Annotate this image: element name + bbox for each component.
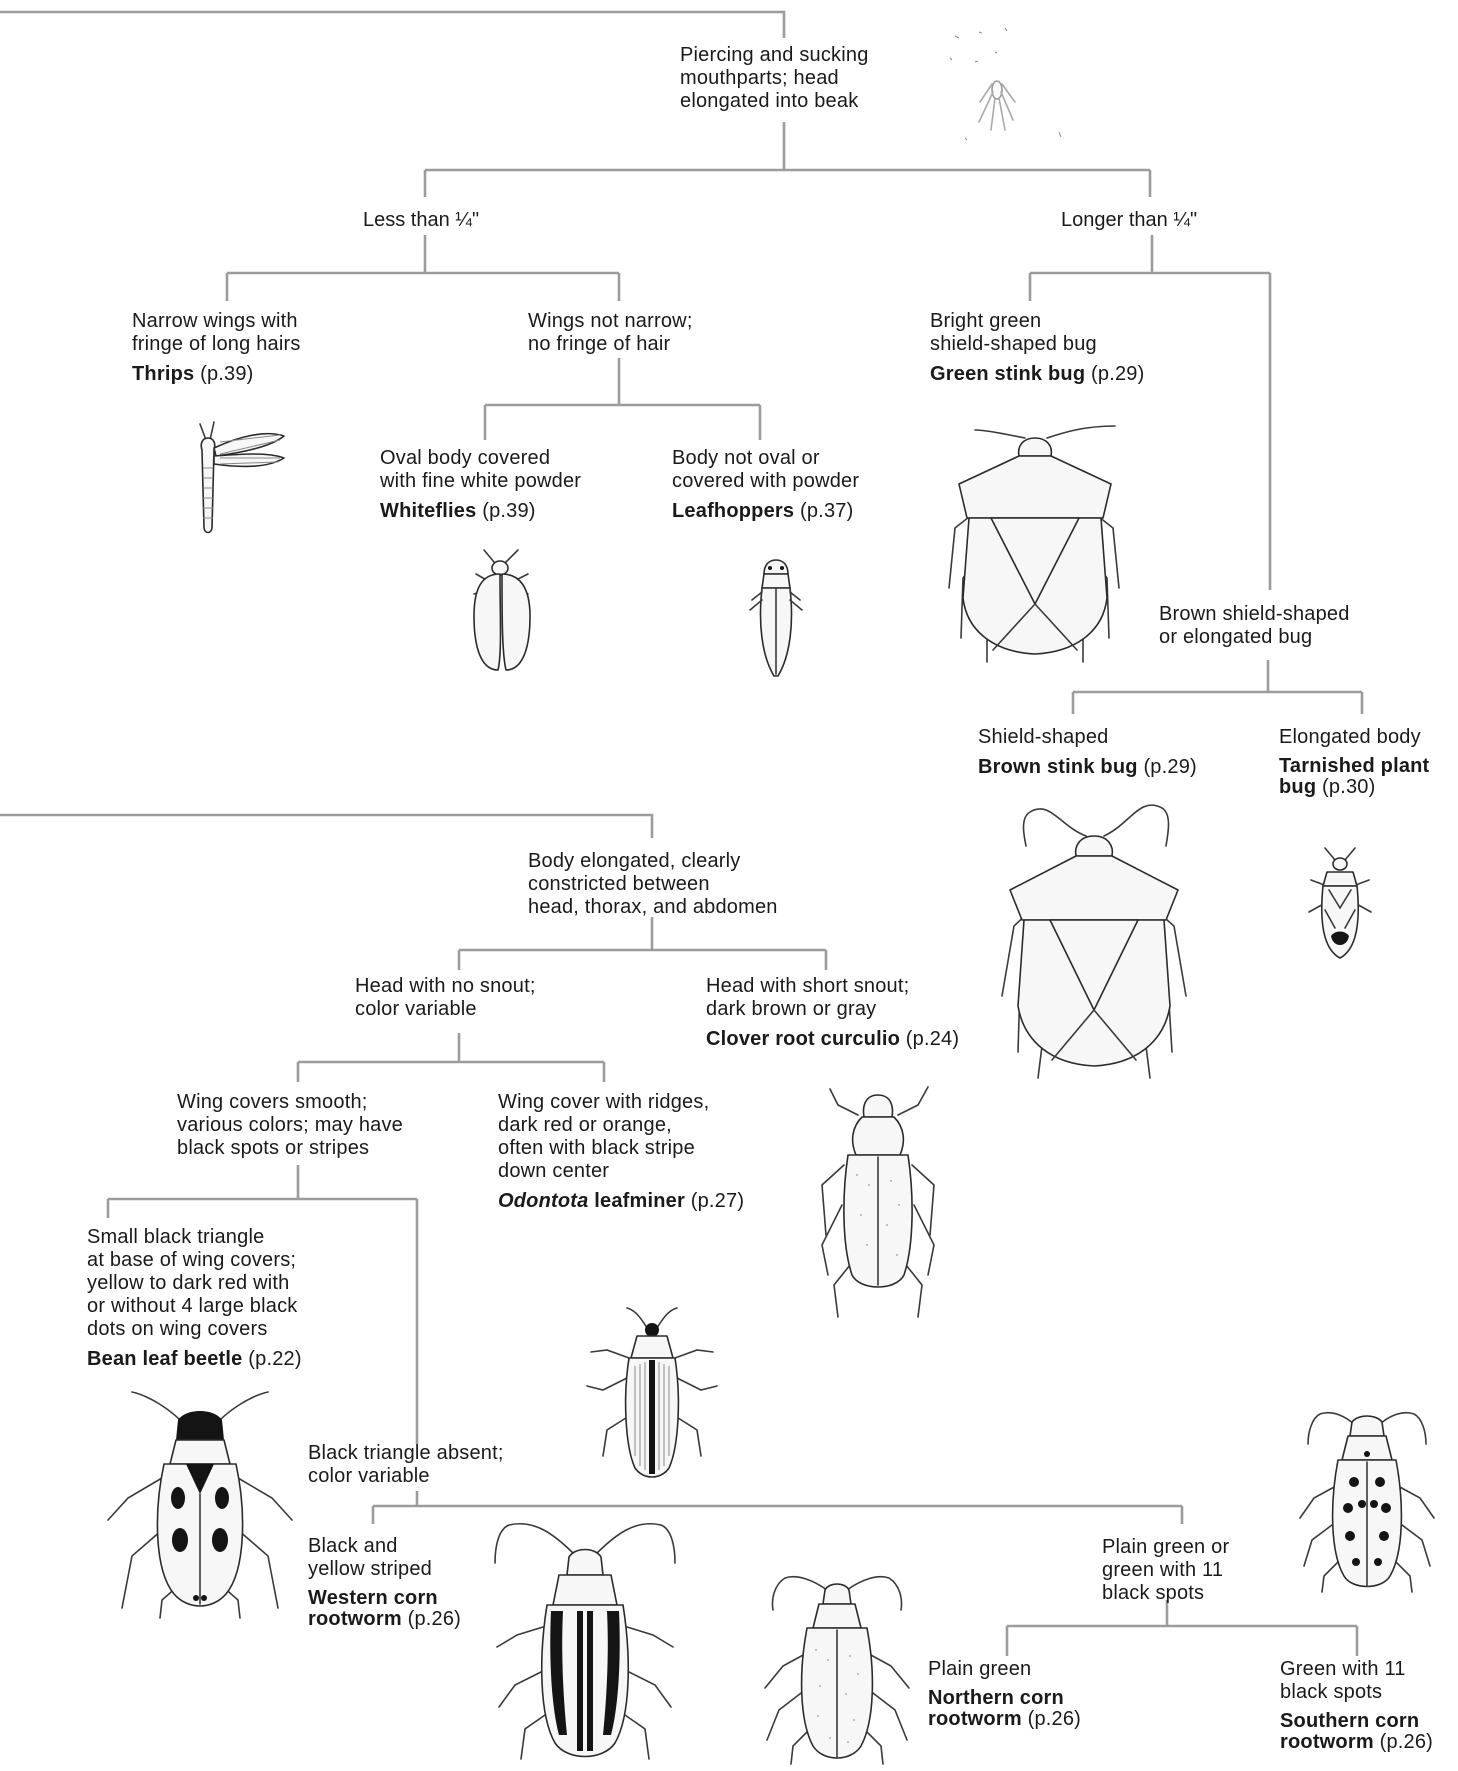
- clover-root-curculio-illustration: [808, 1085, 948, 1321]
- page-ref: (p.39): [482, 500, 535, 522]
- pest-name-bean-leaf-beetle: Bean leaf beetle: [87, 1348, 243, 1370]
- page-ref: (p.22): [248, 1348, 301, 1370]
- node-text: Body elongated, clearly constricted betw…: [528, 850, 778, 919]
- page-ref: (p.26): [1380, 1731, 1433, 1753]
- pest-genus-odontota: Odontota: [498, 1190, 588, 1212]
- node-oval-body-white-powder: Oval body covered with fine white powder…: [380, 447, 581, 523]
- node-text: Green with 11 black spots: [1280, 1658, 1433, 1704]
- node-text: Black triangle absent; color variable: [308, 1442, 504, 1488]
- node-elongated-body: Elongated body Tarnished plant bug (p.30…: [1279, 726, 1429, 798]
- page-ref: (p.29): [1091, 363, 1144, 385]
- pest-name-green-stink-bug: Green stink bug: [930, 363, 1085, 385]
- western-corn-rootworm-illustration: [485, 1515, 685, 1765]
- node-head-no-snout: Head with no snout; color variable: [355, 975, 536, 1021]
- node-wings-not-narrow: Wings not narrow; no fringe of hair: [528, 310, 693, 356]
- leafhopper-illustration: [746, 552, 806, 682]
- pest-name-thrips: Thrips: [132, 363, 194, 385]
- node-text: Piercing and sucking mouthparts; head el…: [680, 44, 869, 113]
- node-head-short-snout: Head with short snout; dark brown or gra…: [706, 975, 959, 1051]
- node-piercing-sucking-mouthparts: Piercing and sucking mouthparts; head el…: [680, 44, 869, 113]
- node-text: Shield-shaped: [978, 726, 1197, 749]
- node-text: Head with no snout; color variable: [355, 975, 536, 1021]
- page-ref: (p.26): [408, 1608, 461, 1630]
- node-text: Plain green or green with 11 black spots: [1102, 1536, 1229, 1605]
- page-ref: (p.37): [800, 500, 853, 522]
- node-text: Wings not narrow; no fringe of hair: [528, 310, 693, 356]
- node-plain-green: Plain green Northern corn rootworm (p.26…: [928, 1658, 1081, 1730]
- node-bright-green-shield: Bright green shield-shaped bug Green sti…: [930, 310, 1144, 386]
- bean-leaf-beetle-illustration: [100, 1390, 300, 1620]
- node-narrow-wings: Narrow wings with fringe of long hairs T…: [132, 310, 301, 386]
- node-text: Head with short snout; dark brown or gra…: [706, 975, 959, 1021]
- pest-name-leafhoppers: Leafhoppers: [672, 500, 794, 522]
- node-black-triangle-absent: Black triangle absent; color variable: [308, 1442, 504, 1488]
- node-green-with-11-spots: Green with 11 black spots Southern corn …: [1280, 1658, 1433, 1753]
- green-stink-bug-illustration: [935, 418, 1135, 664]
- node-wing-covers-smooth: Wing covers smooth; various colors; may …: [177, 1091, 403, 1160]
- page-ref: (p.24): [906, 1028, 959, 1050]
- node-text: Body not oval or covered with powder: [672, 447, 859, 493]
- node-text: Elongated body: [1279, 726, 1429, 749]
- node-text: Bright green shield-shaped bug: [930, 310, 1144, 356]
- node-plain-green-or-spots: Plain green or green with 11 black spots: [1102, 1536, 1229, 1605]
- pest-name-clover-root-curculio: Clover root curculio: [706, 1028, 900, 1050]
- whitefly-illustration: [462, 548, 542, 676]
- node-text: Wing covers smooth; various colors; may …: [177, 1091, 403, 1160]
- page-ref: (p.29): [1143, 756, 1196, 778]
- aphid-illustration: [935, 22, 1075, 152]
- page-ref: (p.30): [1322, 776, 1375, 798]
- page-ref: (p.26): [1028, 1708, 1081, 1730]
- southern-corn-rootworm-illustration: [1292, 1406, 1442, 1596]
- odontota-leafminer-illustration: [577, 1306, 727, 1482]
- pest-name-whiteflies: Whiteflies: [380, 500, 476, 522]
- node-text: Small black triangle at base of wing cov…: [87, 1226, 302, 1341]
- node-body-not-oval: Body not oval or covered with powder Lea…: [672, 447, 859, 523]
- node-text: Plain green: [928, 1658, 1081, 1681]
- page-ref: (p.39): [200, 363, 253, 385]
- node-black-yellow-striped: Black and yellow striped Western corn ro…: [308, 1535, 461, 1630]
- thrips-illustration: [180, 418, 290, 543]
- node-brown-shield-or-elongated: Brown shield-shaped or elongated bug: [1159, 603, 1350, 649]
- page-ref: (p.27): [691, 1190, 744, 1212]
- node-text: Black and yellow striped: [308, 1535, 461, 1581]
- node-text: Wing cover with ridges, dark red or oran…: [498, 1091, 744, 1183]
- pest-name-leafminer: leafminer: [594, 1190, 685, 1212]
- tarnished-plant-bug-illustration: [1305, 846, 1375, 976]
- brown-stink-bug-illustration: [990, 796, 1200, 1082]
- northern-corn-rootworm-illustration: [757, 1570, 917, 1765]
- pest-name-brown-stink-bug: Brown stink bug: [978, 756, 1138, 778]
- node-less-than-quarter-inch: Less than ¼": [363, 209, 479, 232]
- node-wing-cover-ridges: Wing cover with ridges, dark red or oran…: [498, 1091, 744, 1213]
- node-text: Brown shield-shaped or elongated bug: [1159, 603, 1350, 649]
- node-body-elongated-constricted: Body elongated, clearly constricted betw…: [528, 850, 778, 919]
- node-shield-shaped: Shield-shaped Brown stink bug (p.29): [978, 726, 1197, 779]
- node-longer-than-quarter-inch: Longer than ¼": [1061, 209, 1197, 232]
- node-small-black-triangle: Small black triangle at base of wing cov…: [87, 1226, 302, 1371]
- node-text: Oval body covered with fine white powder: [380, 447, 581, 493]
- node-text: Narrow wings with fringe of long hairs: [132, 310, 301, 356]
